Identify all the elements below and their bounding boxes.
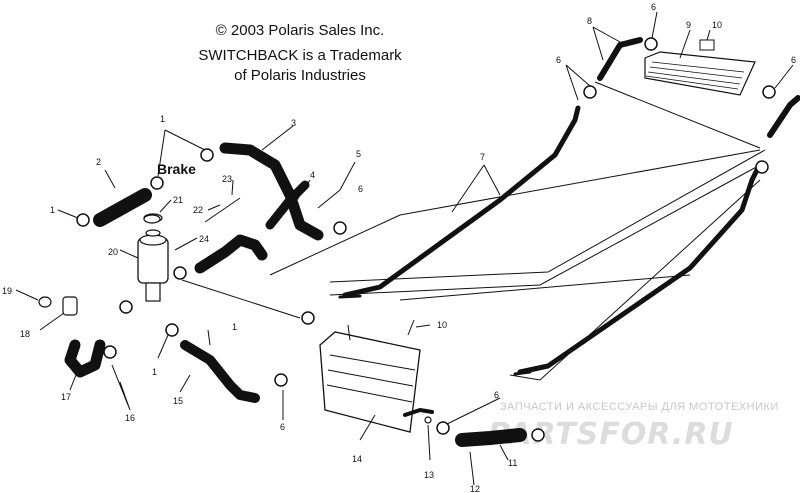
trademark-line-2: of Polaris Industries — [234, 67, 366, 84]
trademark-line-1: SWITCHBACK is a Trademark — [198, 47, 402, 64]
callout-7: 7 — [480, 152, 485, 162]
callout-23: 23 — [222, 174, 232, 184]
callout-4: 4 — [310, 170, 315, 180]
callout-1: 1 — [152, 367, 157, 377]
callout-1: 1 — [232, 322, 237, 332]
coolant-reservoir — [137, 213, 169, 302]
leader-lines — [15, 11, 794, 486]
watermark-logo: PARTSFOR.RU — [488, 417, 734, 452]
lower-right-hose — [455, 428, 527, 447]
callout-6: 6 — [651, 2, 656, 12]
callout-9: 9 — [686, 20, 691, 30]
rear-cooler — [319, 331, 434, 433]
hose-2 — [93, 188, 152, 227]
callout-21: 21 — [173, 195, 183, 205]
callout-14: 14 — [352, 454, 362, 464]
callout-6: 6 — [494, 390, 499, 400]
watermark-line-1: ЗАПЧАСТИ И АКСЕССУАРЫ ДЛЯ МОТОТЕХНИКИ — [500, 401, 779, 413]
callout-3: 3 — [291, 118, 296, 128]
copyright-text: © 2003 Polaris Sales Inc. — [215, 22, 385, 39]
heat-exchanger-assembly — [269, 81, 766, 381]
callout-6: 6 — [358, 184, 363, 194]
callout-24: 24 — [199, 234, 209, 244]
callout-6: 6 — [556, 55, 561, 65]
bleeder-valve-icon — [699, 39, 715, 51]
callout-19: 19 — [2, 286, 12, 296]
coolant-hoses-left — [194, 142, 324, 274]
hose-clamps — [76, 37, 776, 442]
callout-6: 6 — [791, 55, 796, 65]
callout-18: 18 — [20, 329, 30, 339]
callout-17: 17 — [61, 392, 71, 402]
top-radiator — [597, 37, 800, 138]
fasteners — [204, 29, 711, 346]
callout-5: 5 — [356, 149, 361, 159]
callout-16: 16 — [125, 413, 135, 423]
callout-10: 10 — [712, 20, 722, 30]
brake-label: Brake — [157, 161, 196, 177]
grommet-icon — [62, 296, 78, 316]
callout-6: 6 — [280, 422, 285, 432]
callout-12: 12 — [470, 484, 480, 493]
callout-22: 22 — [193, 205, 203, 215]
callout-20: 20 — [108, 247, 118, 257]
callout-13: 13 — [424, 470, 434, 480]
callout-15: 15 — [173, 396, 183, 406]
watermark: ЗАПЧАСТИ И АКСЕССУАРЫ ДЛЯ МОТОТЕХНИКИ PA… — [488, 401, 779, 452]
washer-icon — [38, 296, 52, 308]
callout-1: 1 — [160, 114, 165, 124]
callout-1: 1 — [50, 205, 55, 215]
callout-10: 10 — [437, 320, 447, 330]
lower-left-parts — [38, 296, 260, 403]
callout-11: 11 — [508, 458, 517, 468]
callout-8: 8 — [587, 16, 592, 26]
callout-2: 2 — [96, 157, 101, 167]
